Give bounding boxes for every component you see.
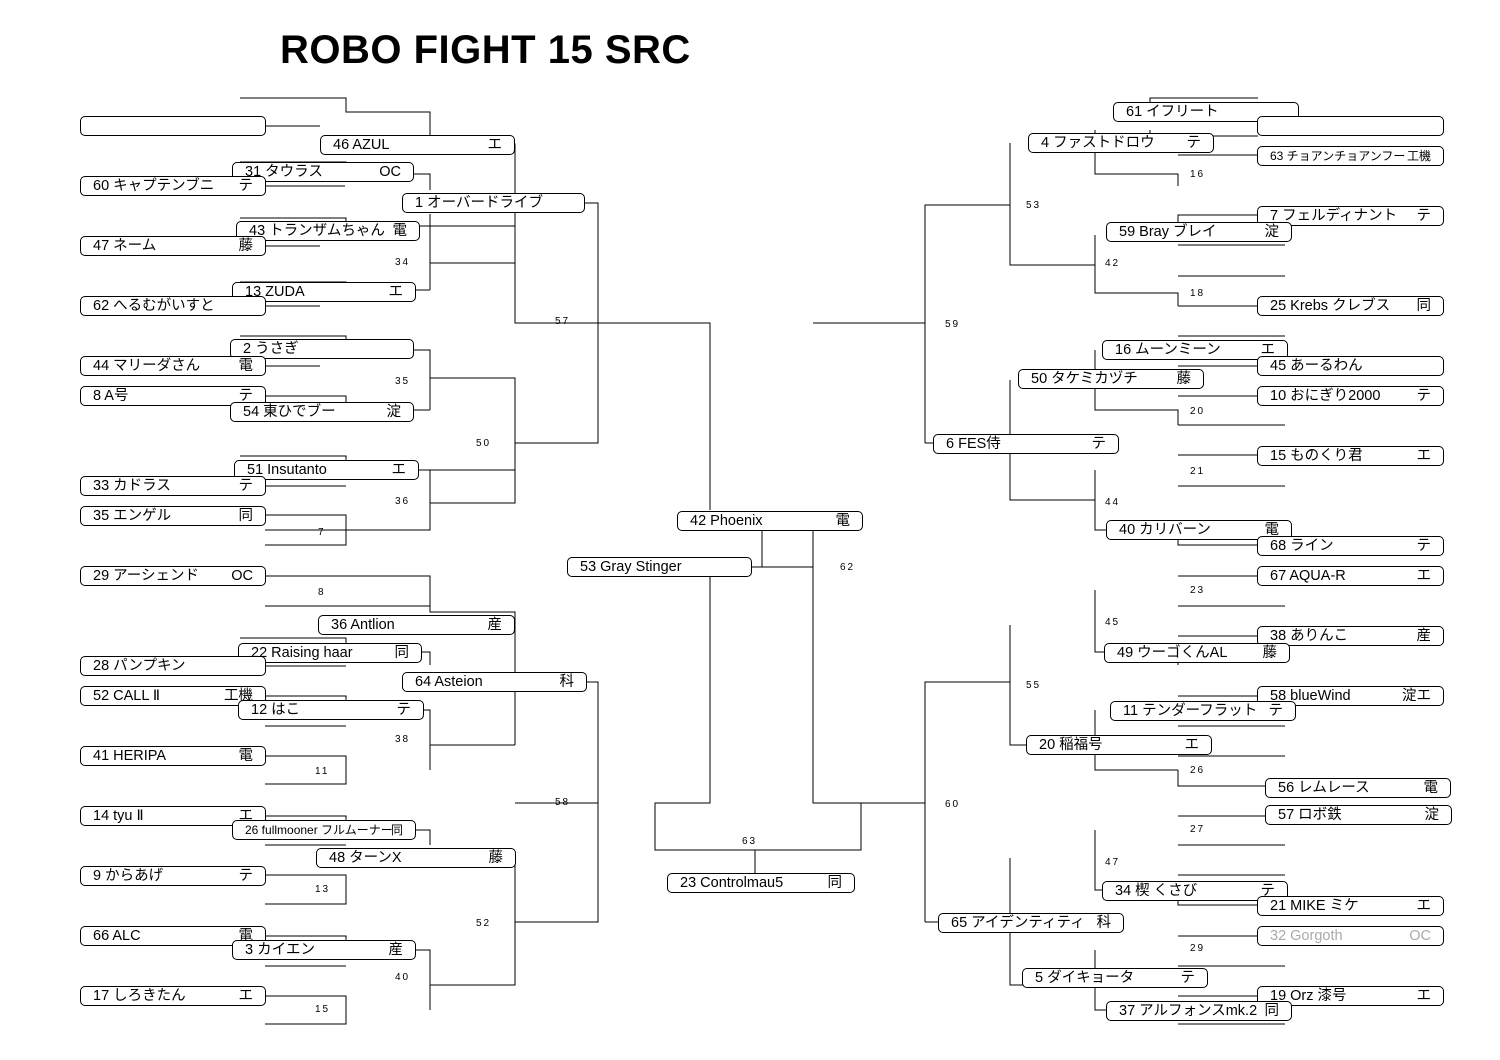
match-number: 42 [1105,258,1121,269]
team-entry-25: 25 Krebs クレブス同 [1257,296,1444,316]
team-entry-35: 35 エンゲル同 [80,506,266,526]
match-number: 23 [1190,585,1206,596]
team-entry-16: 16 ムーンミーンエ [1102,340,1288,360]
team-entry-9: 9 からあげテ [80,866,266,886]
match-number: 45 [1105,617,1121,628]
match-number: 59 [945,319,961,330]
team-entry-65: 65 アイデンティティ科 [938,913,1124,933]
bracket-slot-empty [80,116,266,136]
match-number: 35 [395,376,411,387]
match-number: 62 [840,562,856,573]
team-entry-61: 61 イフリート [1113,102,1299,122]
match-number: 18 [1190,288,1206,299]
team-entry-68: 68 ラインテ [1257,536,1444,556]
team-entry-47: 47 ネーム藤 [80,236,266,256]
team-entry-40: 40 カリバーン電 [1106,520,1292,540]
match-number: 58 [555,797,571,808]
team-entry-26: 26 fullmooner フルムーナー同 [232,820,416,840]
match-number: 38 [395,734,411,745]
match-number: 36 [395,496,411,507]
team-entry-38: 38 ありんこ産 [1257,626,1444,646]
team-entry-8: 8 A号テ [80,386,266,406]
team-entry-17: 17 しろきたんエ [80,986,266,1006]
team-entry-62: 62 へるむがいすと [80,296,266,316]
match-number: 52 [476,918,492,929]
team-entry-28: 28 パンプキン [80,656,266,676]
team-entry-11: 11 テンダーフラットテ [1110,701,1296,721]
match-number: 7 [318,527,326,538]
team-entry-50: 50 タケミカヅチ藤 [1018,369,1204,389]
finalist-53: 53 Gray Stinger [567,557,752,577]
match-number: 13 [315,884,331,895]
match-number: 11 [315,766,330,777]
bracket-slot-empty-right [1257,116,1444,136]
match-number: 53 [1026,200,1042,211]
team-entry-2: 2 うさぎ [230,339,414,359]
match-number: 16 [1190,169,1206,180]
match-number: 63 [742,836,758,847]
team-entry-1: 1 オーバードライブ [402,193,585,213]
team-entry-33: 33 カドラステ [80,476,266,496]
match-number: 29 [1190,943,1206,954]
match-number: 8 [318,587,326,598]
team-entry-63: 63 チョアンチョアンフー工機 [1257,146,1444,166]
match-number: 47 [1105,857,1121,868]
team-entry-54: 54 東ひでブー淀 [230,402,414,422]
match-number: 34 [395,257,411,268]
team-entry-15: 15 ものくり君エ [1257,446,1444,466]
team-entry-20: 20 稲福号エ [1026,735,1212,755]
team-entry-3: 3 カイエン産 [232,940,416,960]
match-number: 15 [315,1004,331,1015]
match-number: 50 [476,438,492,449]
team-entry-57: 57 ロボ鉄淀 [1265,805,1452,825]
team-entry-43: 43 トランザムちゃん電 [236,221,420,241]
match-number: 57 [555,316,571,327]
match-number: 44 [1105,497,1121,508]
match-number: 27 [1190,824,1206,835]
match-number: 60 [945,799,961,810]
team-entry-59: 59 Bray ブレイ淀 [1106,222,1292,242]
team-entry-6: 6 FES侍テ [933,434,1119,454]
match-number: 26 [1190,765,1206,776]
team-entry-7: 7 フェルディナントテ [1257,206,1444,226]
match-number: 55 [1026,680,1042,691]
team-entry-60: 60 キャプテンブニテ [80,176,266,196]
team-entry-12: 12 はこテ [238,700,424,720]
match-number: 21 [1190,466,1206,477]
team-entry-4: 4 ファストドロウテ [1028,133,1214,153]
team-entry-56: 56 レムレース電 [1265,778,1451,798]
team-entry-34: 34 楔 くさびテ [1102,881,1288,901]
team-entry-45: 45 あーるわん [1257,356,1444,376]
page-title: ROBO FIGHT 15 SRC [280,28,691,72]
match-number: 20 [1190,406,1206,417]
team-entry-19: 19 Orz 漆号エ [1257,986,1444,1006]
match-number: 40 [395,972,411,983]
team-entry-5: 5 ダイキョータテ [1022,968,1208,988]
team-entry-44: 44 マリーダさん電 [80,356,266,376]
team-entry-21: 21 MIKE ミケエ [1257,896,1444,916]
